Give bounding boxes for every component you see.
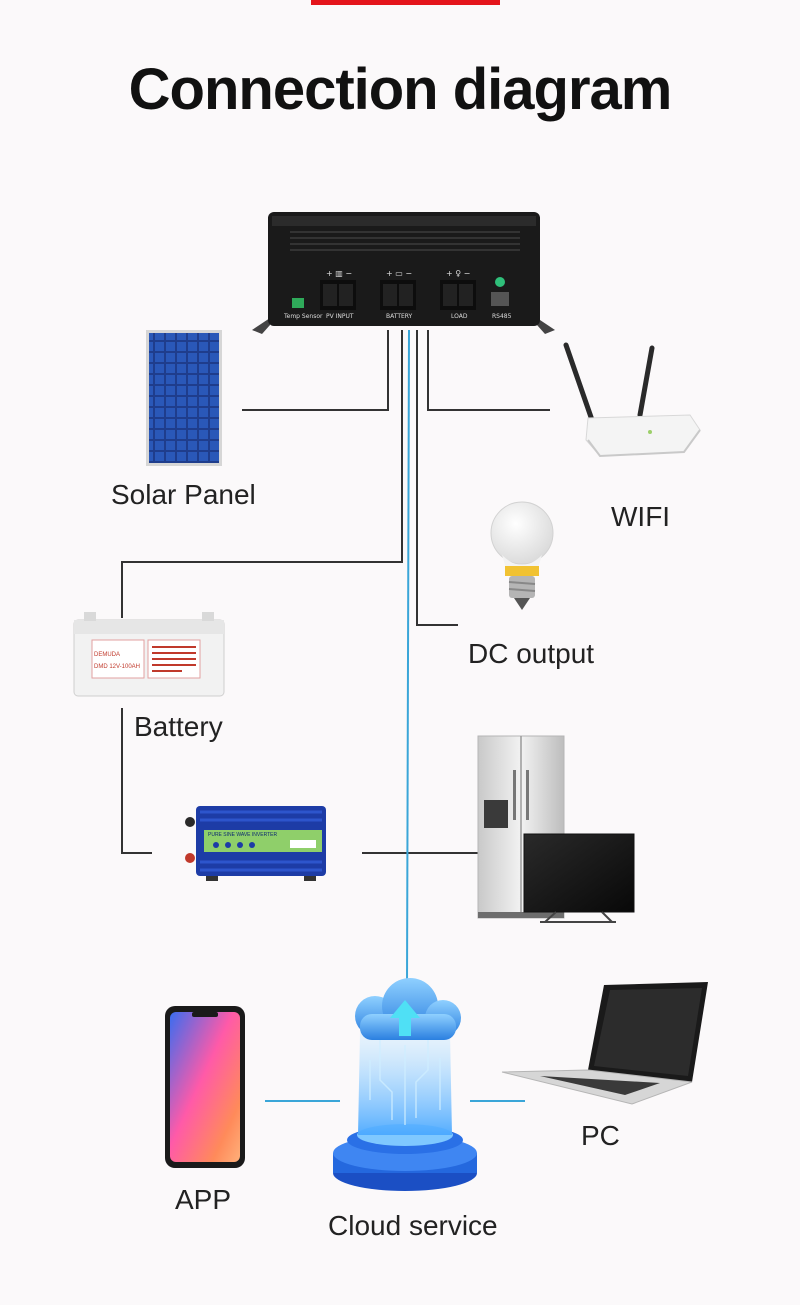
battery-label: Battery <box>134 711 223 742</box>
battery-brand: DEMUDA <box>94 652 120 658</box>
data-link-controller-cloud <box>406 329 410 986</box>
wire-battery <box>121 330 403 618</box>
load-port-label: LOAD <box>451 313 468 320</box>
pv-input-label: PV INPUT <box>326 313 354 320</box>
temp-sensor-port <box>292 298 304 308</box>
battery-model: DMD 12V-100AH <box>94 664 140 670</box>
wifi-router-image <box>563 342 701 458</box>
app-label: APP <box>175 1184 232 1215</box>
light-bulb-image <box>490 501 554 610</box>
solar-panel-image <box>146 330 222 466</box>
controller-vents <box>290 231 520 251</box>
inverter-label: PURE SINE WAVE INVERTER <box>208 832 277 838</box>
temp-sensor-label: Temp Sensor <box>283 313 323 320</box>
laptop-image <box>501 982 708 1105</box>
battery-image: DEMUDA DMD 12V-100AH <box>73 612 225 697</box>
data-links <box>265 329 525 1102</box>
wire-dc-output <box>416 330 458 626</box>
top-accent-bar <box>311 0 500 5</box>
wires <box>121 330 550 854</box>
wifi-label: WIFI <box>611 501 671 532</box>
cloud-service-image <box>333 978 477 1191</box>
phone-image <box>165 1006 245 1168</box>
svg-text:+ ♀ −: + ♀ − <box>446 269 470 278</box>
battery-port-label: BATTERY <box>386 313 413 320</box>
svg-text:+ ▭ −: + ▭ − <box>386 269 412 278</box>
wire-solar-panel <box>242 330 389 411</box>
svg-text:+ ▥ −: + ▥ − <box>326 269 352 278</box>
rs485-label: RS485 <box>492 313 512 320</box>
solar-charge-controller: Temp Sensor PV INPUT BATTERY LOAD RS485 … <box>252 212 555 334</box>
appliances-image <box>477 735 635 923</box>
wire-wifi <box>427 330 550 411</box>
status-led <box>495 277 505 287</box>
inverter-image: PURE SINE WAVE INVERTER <box>185 806 326 881</box>
dc-output-label: DC output <box>468 638 595 669</box>
pc-label: PC <box>581 1120 620 1151</box>
solar-panel-label: Solar Panel <box>111 479 256 510</box>
cloud-service-label: Cloud service <box>328 1210 498 1241</box>
rs485-port <box>491 292 509 306</box>
wire-battery-inverter <box>121 708 152 854</box>
page-title: Connection diagram <box>128 57 673 122</box>
